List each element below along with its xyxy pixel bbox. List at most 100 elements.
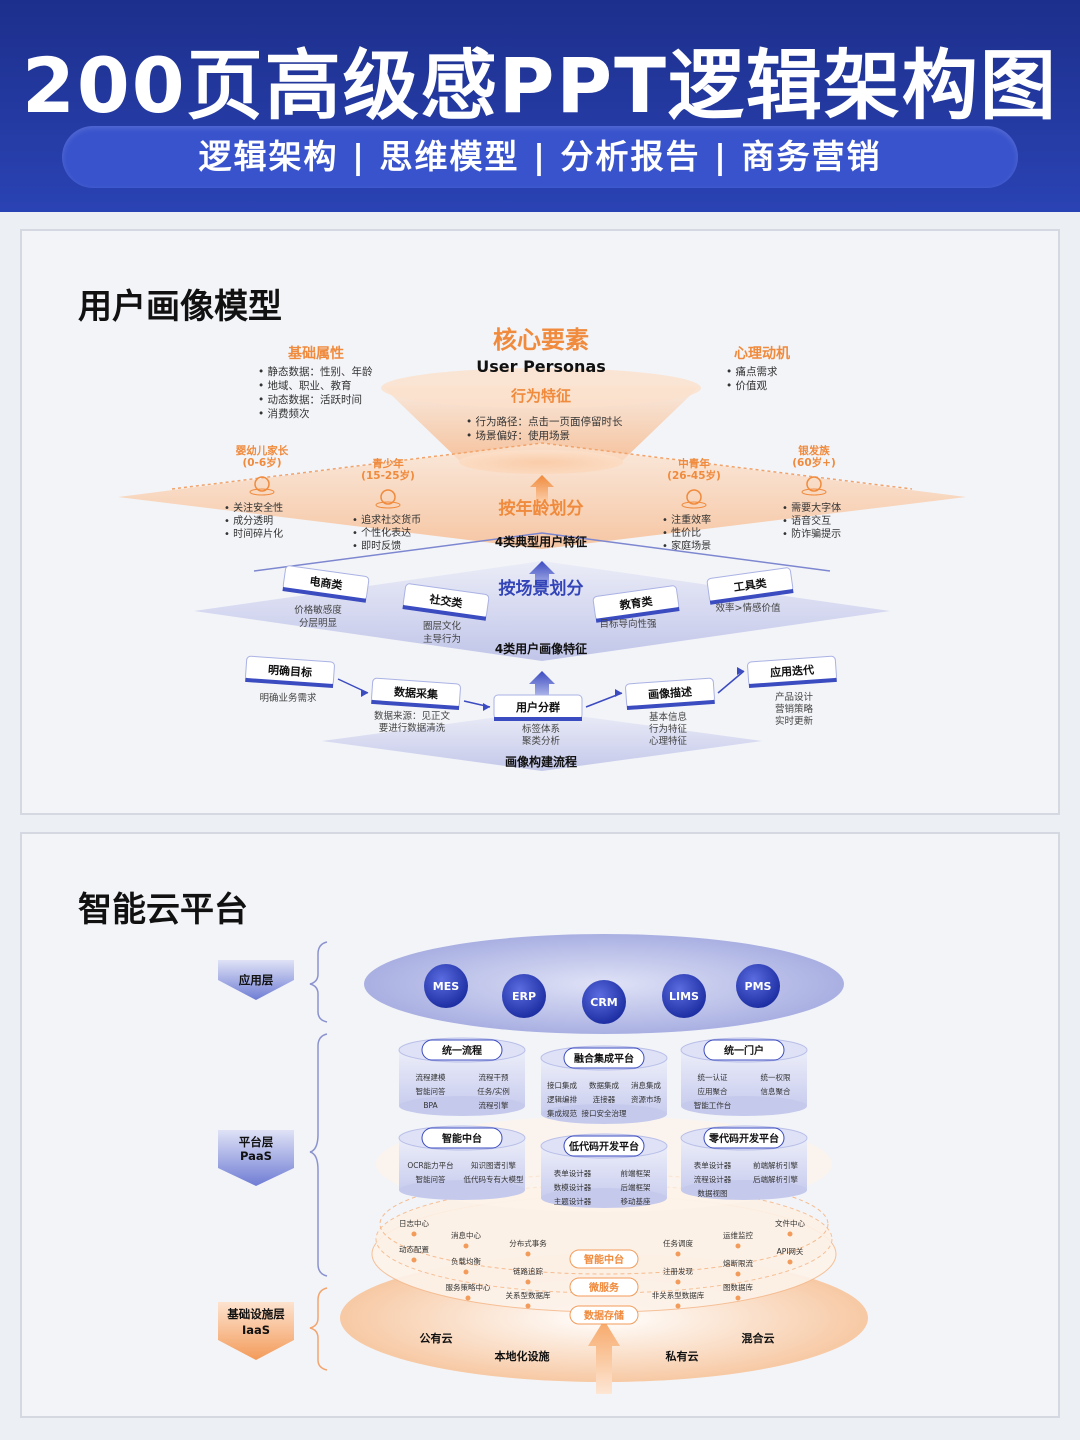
scene-card: 社交类 [402, 583, 490, 621]
platform-name-pill [703, 1039, 785, 1061]
layer-sub: PaaS [240, 1149, 272, 1163]
age-group-name: 青少年 [372, 457, 404, 470]
age-group-item: • 性价比 [662, 526, 701, 539]
service-item: 文件中心 [775, 1218, 805, 1228]
flow-arrow-line [717, 670, 745, 694]
bracket-platform [309, 1033, 328, 1277]
platform-cylinder-bottom [541, 1104, 667, 1124]
service-center-pill [569, 1305, 639, 1325]
flow-step-card: 数据采集 [371, 677, 461, 711]
app-name: PMS [745, 980, 772, 993]
platform-module-name: 统一流程 [442, 1044, 482, 1057]
flow-arrow-head-icon [361, 689, 368, 697]
age-group-item: • 家庭场景 [662, 539, 711, 552]
scene-card: 教育类 [592, 585, 680, 623]
flow-step-name: 明确目标 [268, 662, 313, 679]
service-dot [735, 1295, 741, 1301]
service-dot [411, 1231, 417, 1237]
service-item: 注册发现 [663, 1266, 693, 1276]
core-title: 核心要素 [493, 326, 589, 354]
flow-step-underline [371, 699, 460, 711]
app-bubble [502, 974, 546, 1018]
app-bubble [662, 974, 706, 1018]
age-title: 按年龄划分 [499, 498, 584, 519]
scene-name: 社交类 [428, 592, 465, 611]
layer-badge-infra [218, 1302, 294, 1360]
psych-item: • 痛点需求 [726, 365, 778, 378]
flow-step-name: 画像描述 [648, 684, 693, 701]
platform-module-item: 知识图谱引擎 [471, 1160, 516, 1170]
platform-module-item: 数据视图 [698, 1188, 728, 1198]
layer-name: 应用层 [239, 973, 274, 987]
platform-module-item: BPA [423, 1101, 438, 1110]
platform-cylinder-bottom [399, 1180, 525, 1200]
platform-module-item: 接口安全治理 [582, 1108, 627, 1118]
platform-name-pill [563, 1047, 645, 1069]
basic-item: • 静态数据：性别、年龄 [258, 365, 373, 378]
funnel-top-disc [381, 368, 701, 408]
service-item: 熔断限流 [723, 1258, 753, 1268]
age-group-item: • 关注安全性 [224, 501, 283, 514]
platform-name-pill [421, 1127, 503, 1149]
platform-module-item: 表单设计器 [554, 1168, 592, 1178]
age-group-range: (26-45岁) [667, 469, 721, 482]
location-pin-icon [380, 489, 396, 505]
platform-module-item: 统一认证 [698, 1072, 728, 1082]
scene-arrow-up [529, 561, 555, 585]
service-center-name: 数据存储 [584, 1309, 624, 1322]
flow-step-underline [494, 717, 582, 721]
platform-name-pill [563, 1135, 645, 1157]
flow-step-name: 数据采集 [394, 684, 440, 701]
flow-step-desc: 要进行数据清洗 [379, 722, 446, 734]
age-group-range: (60岁+) [792, 456, 836, 469]
age-group-item: • 语音交互 [782, 514, 831, 527]
age-group-name: 银发族 [798, 444, 830, 457]
psych-item: • 价值观 [726, 379, 768, 392]
platform-module-item: 智能工作台 [694, 1100, 732, 1110]
platform-module-name: 智能中台 [442, 1132, 482, 1145]
basic-item: • 动态数据：活跃时间 [258, 393, 362, 406]
cloud-panel: 智能云平台 [20, 832, 1060, 1418]
service-dot [463, 1269, 469, 1275]
service-item: 链路追踪 [513, 1266, 543, 1276]
platform-module-item: 数据集成 [589, 1080, 619, 1090]
age-arrow-up [530, 475, 554, 503]
flow-step-card: 用户分群 [493, 694, 583, 721]
flow-arrow-head-icon [737, 667, 744, 675]
flow-step-desc: 营销策略 [775, 703, 814, 715]
platform-module-item: 连接器 [593, 1094, 616, 1104]
flow-step-underline [245, 677, 334, 689]
header-banner: 200页高级感PPT逻辑架构图 逻辑架构 | 思维模型 | 分析报告 | 商务营… [0, 0, 1080, 212]
platform-module-name: 统一门户 [724, 1044, 764, 1057]
platform-module-item: 消息集成 [631, 1080, 661, 1090]
infra-item: 私有云 [666, 1349, 699, 1363]
scene-name: 电商类 [309, 574, 345, 593]
platform-cylinder-bottom [399, 1096, 525, 1116]
flow-step-desc: 产品设计 [775, 691, 814, 703]
service-dot [675, 1279, 681, 1285]
flow-step-name: 用户分群 [516, 700, 560, 714]
persona-panel: 用户画像模型 [20, 229, 1060, 815]
service-item: 分布式事务 [509, 1238, 547, 1248]
app-name: MES [433, 980, 459, 993]
pin-base-icon [249, 488, 275, 496]
platform-module-item: 流程设计器 [694, 1174, 732, 1184]
flow-step-desc: 数据来源：见正文 [374, 710, 451, 722]
platform-module-item: 流程引擎 [479, 1100, 509, 1110]
age-group-item: • 即时反馈 [352, 539, 401, 552]
age-group-item: • 注重效率 [662, 513, 711, 526]
age-group-name: 婴幼儿家长 [236, 444, 289, 457]
platform-module-item: 表单设计器 [694, 1160, 732, 1170]
scene-desc: 目标导向性强 [599, 618, 657, 630]
service-item: 动态配置 [399, 1244, 429, 1254]
service-item: 运维监控 [723, 1230, 753, 1240]
service-ring-top [379, 1173, 829, 1275]
app-name: LIMS [669, 990, 699, 1003]
scene-name: 工具类 [733, 576, 769, 595]
service-item: 服务策略中心 [446, 1282, 491, 1292]
platform-module-item: 应用聚合 [698, 1086, 728, 1096]
service-dot [787, 1231, 793, 1237]
layer-badge-app [218, 960, 294, 1000]
flow-step-underline [626, 699, 715, 711]
